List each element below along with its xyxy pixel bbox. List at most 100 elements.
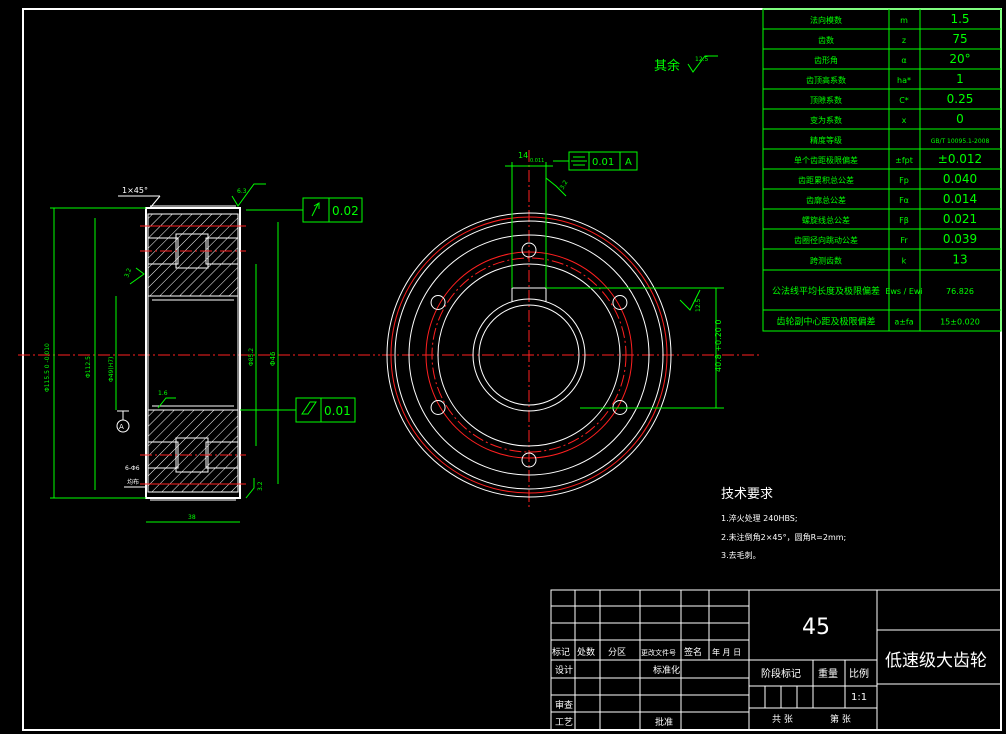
param-value: 0.021 (943, 212, 977, 226)
param-name: 齿数 (818, 35, 834, 45)
tb-label-date: 年 月 日 (712, 647, 741, 657)
tb-sheets: 共 张 (772, 714, 793, 725)
param-symbol: x (902, 116, 907, 125)
param-name: 精度等级 (810, 135, 842, 145)
param-symbol: Fβ (899, 216, 909, 225)
bolt-hole (612, 295, 628, 310)
param-value: 75 (952, 32, 967, 46)
param-name: 跨测齿数 (810, 256, 842, 266)
param-name: 齿距累积总公差 (798, 175, 854, 185)
param-name: 齿廓总公差 (806, 195, 846, 205)
param-value: 0.040 (943, 172, 977, 186)
param-value: 15±0.020 (940, 318, 980, 327)
param-value: 0.014 (943, 192, 977, 206)
tb-label-sign: 签名 (684, 646, 702, 658)
tb-process: 工艺 (555, 717, 573, 728)
dim-root-diameter: Φ112.5 (85, 356, 92, 378)
tb-label-count: 处数 (577, 646, 595, 658)
tb-weight: 重量 (818, 667, 838, 680)
param-value: 0.25 (947, 92, 974, 106)
param-symbol: C* (899, 96, 909, 105)
bolt-hole (430, 295, 446, 310)
param-symbol: ±fpt (895, 156, 913, 165)
tb-label-change: 更改文件号 (641, 648, 676, 657)
datum-label: A (119, 423, 124, 431)
keyway-width: 14 (518, 151, 528, 160)
drawing-frame (22, 8, 1002, 731)
dim-gear-width: 38 (188, 514, 196, 521)
dim-outer-diameter: Φ115.5 0 -0.010 (44, 343, 51, 392)
param-value: 13 (952, 253, 967, 267)
roughness-key: 3.2 (559, 179, 570, 191)
param-value: 1.5 (950, 12, 969, 26)
param-name: 法向模数 (810, 15, 842, 25)
param-symbol: a±fa (894, 318, 913, 327)
param-value: 76.826 (946, 287, 974, 296)
bolt-hole (521, 242, 537, 258)
tb-part-name: 低速级大齿轮 (885, 651, 987, 671)
tb-approve: 批准 (655, 716, 673, 728)
tb-stage: 阶段标记 (761, 667, 801, 680)
surface-note-value: 12.5 (695, 56, 709, 63)
param-name: 螺旋线总公差 (802, 215, 850, 225)
param-value: 1 (956, 72, 964, 86)
dim-right-diameter: Φ46 (269, 351, 277, 366)
dim-hub-diameter: Φ85.2 (248, 348, 255, 366)
param-name: 顶隙系数 (810, 95, 842, 105)
param-name: 齿轮副中心距及极限偏差 (776, 316, 875, 328)
gear-side-section: Φ115.5 0 -0.010 Φ112.5 Φ49(H7) Φ85.2 Φ46… (18, 183, 380, 523)
param-value: 0 (956, 112, 964, 126)
param-symbol: Fp (899, 176, 909, 185)
param-symbol: Ews / Ewi (885, 287, 922, 296)
param-value: 0.039 (943, 232, 977, 246)
param-symbol: Fα (899, 196, 909, 205)
roughness-left: 3.2 (123, 267, 133, 279)
surface-roughness-note: 其余 12.5 (654, 55, 718, 74)
param-symbol: α (901, 56, 906, 65)
tb-material: 45 (802, 615, 830, 640)
param-symbol: m (900, 16, 908, 25)
chamfer-note: 1×45° (122, 186, 148, 195)
gear-front-view: 14 0.011 0.01 A 3.2 40.8 +0.20 0 12.5 (382, 150, 762, 510)
param-name: 单个齿距极限偏差 (794, 155, 858, 165)
param-symbol: Fr (900, 236, 908, 245)
keyway-tol: 0.011 (530, 158, 544, 164)
tb-review: 审查 (555, 699, 573, 711)
tb-sheet: 第 张 (830, 713, 851, 725)
tb-design: 设计 (555, 664, 573, 676)
surface-note-text: 其余 (654, 58, 680, 74)
roughness-top: 6.3 (237, 188, 247, 195)
title-block: 标记 处数 分区 更改文件号 签名 年 月 日 设计 标准化 审查 工艺 批准 … (550, 589, 1002, 731)
tb-scale-value: 1:1 (851, 692, 867, 703)
tech-req-line-2: 2.未注倒角2×45°，圆角R=2mm; (721, 532, 846, 542)
tb-label-zone: 分区 (608, 647, 626, 658)
symmetry-datum: A (625, 157, 632, 168)
hole-label: 均布 (127, 478, 139, 486)
roughness-mid: 1.6 (158, 390, 168, 397)
tech-req-line-3: 3.去毛刺。 (721, 550, 761, 560)
param-name: 齿形角 (814, 55, 838, 65)
param-name: 齿圈径向跳动公差 (794, 235, 858, 245)
param-symbol: k (902, 257, 907, 266)
runout-top-value: 0.02 (332, 204, 359, 218)
tech-req-line-1: 1.淬火处理 240HBS; (721, 513, 798, 523)
symmetry-value: 0.01 (592, 157, 614, 168)
tb-label-mark: 标记 (552, 646, 570, 658)
keyway-depth: 40.8 +0.20 0 (714, 319, 723, 372)
tb-standard: 标准化 (653, 664, 680, 676)
dim-bore-diameter: Φ49(H7) (108, 357, 115, 382)
bolt-hole (430, 400, 446, 415)
param-symbol: z (902, 36, 906, 45)
tech-req-title: 技术要求 (721, 487, 773, 502)
param-value: GB/T 10095.1-2008 (931, 138, 990, 145)
runout-side-value: 0.01 (324, 404, 351, 418)
param-symbol: ha* (897, 76, 911, 85)
param-value: 20° (949, 52, 970, 66)
roughness-bottom: 3.2 (257, 481, 264, 491)
hole-note: 6-Φ6 (125, 465, 140, 472)
param-name: 变为系数 (810, 115, 842, 125)
roughness-right: 12.5 (695, 298, 702, 312)
param-value: ±0.012 (938, 152, 982, 166)
